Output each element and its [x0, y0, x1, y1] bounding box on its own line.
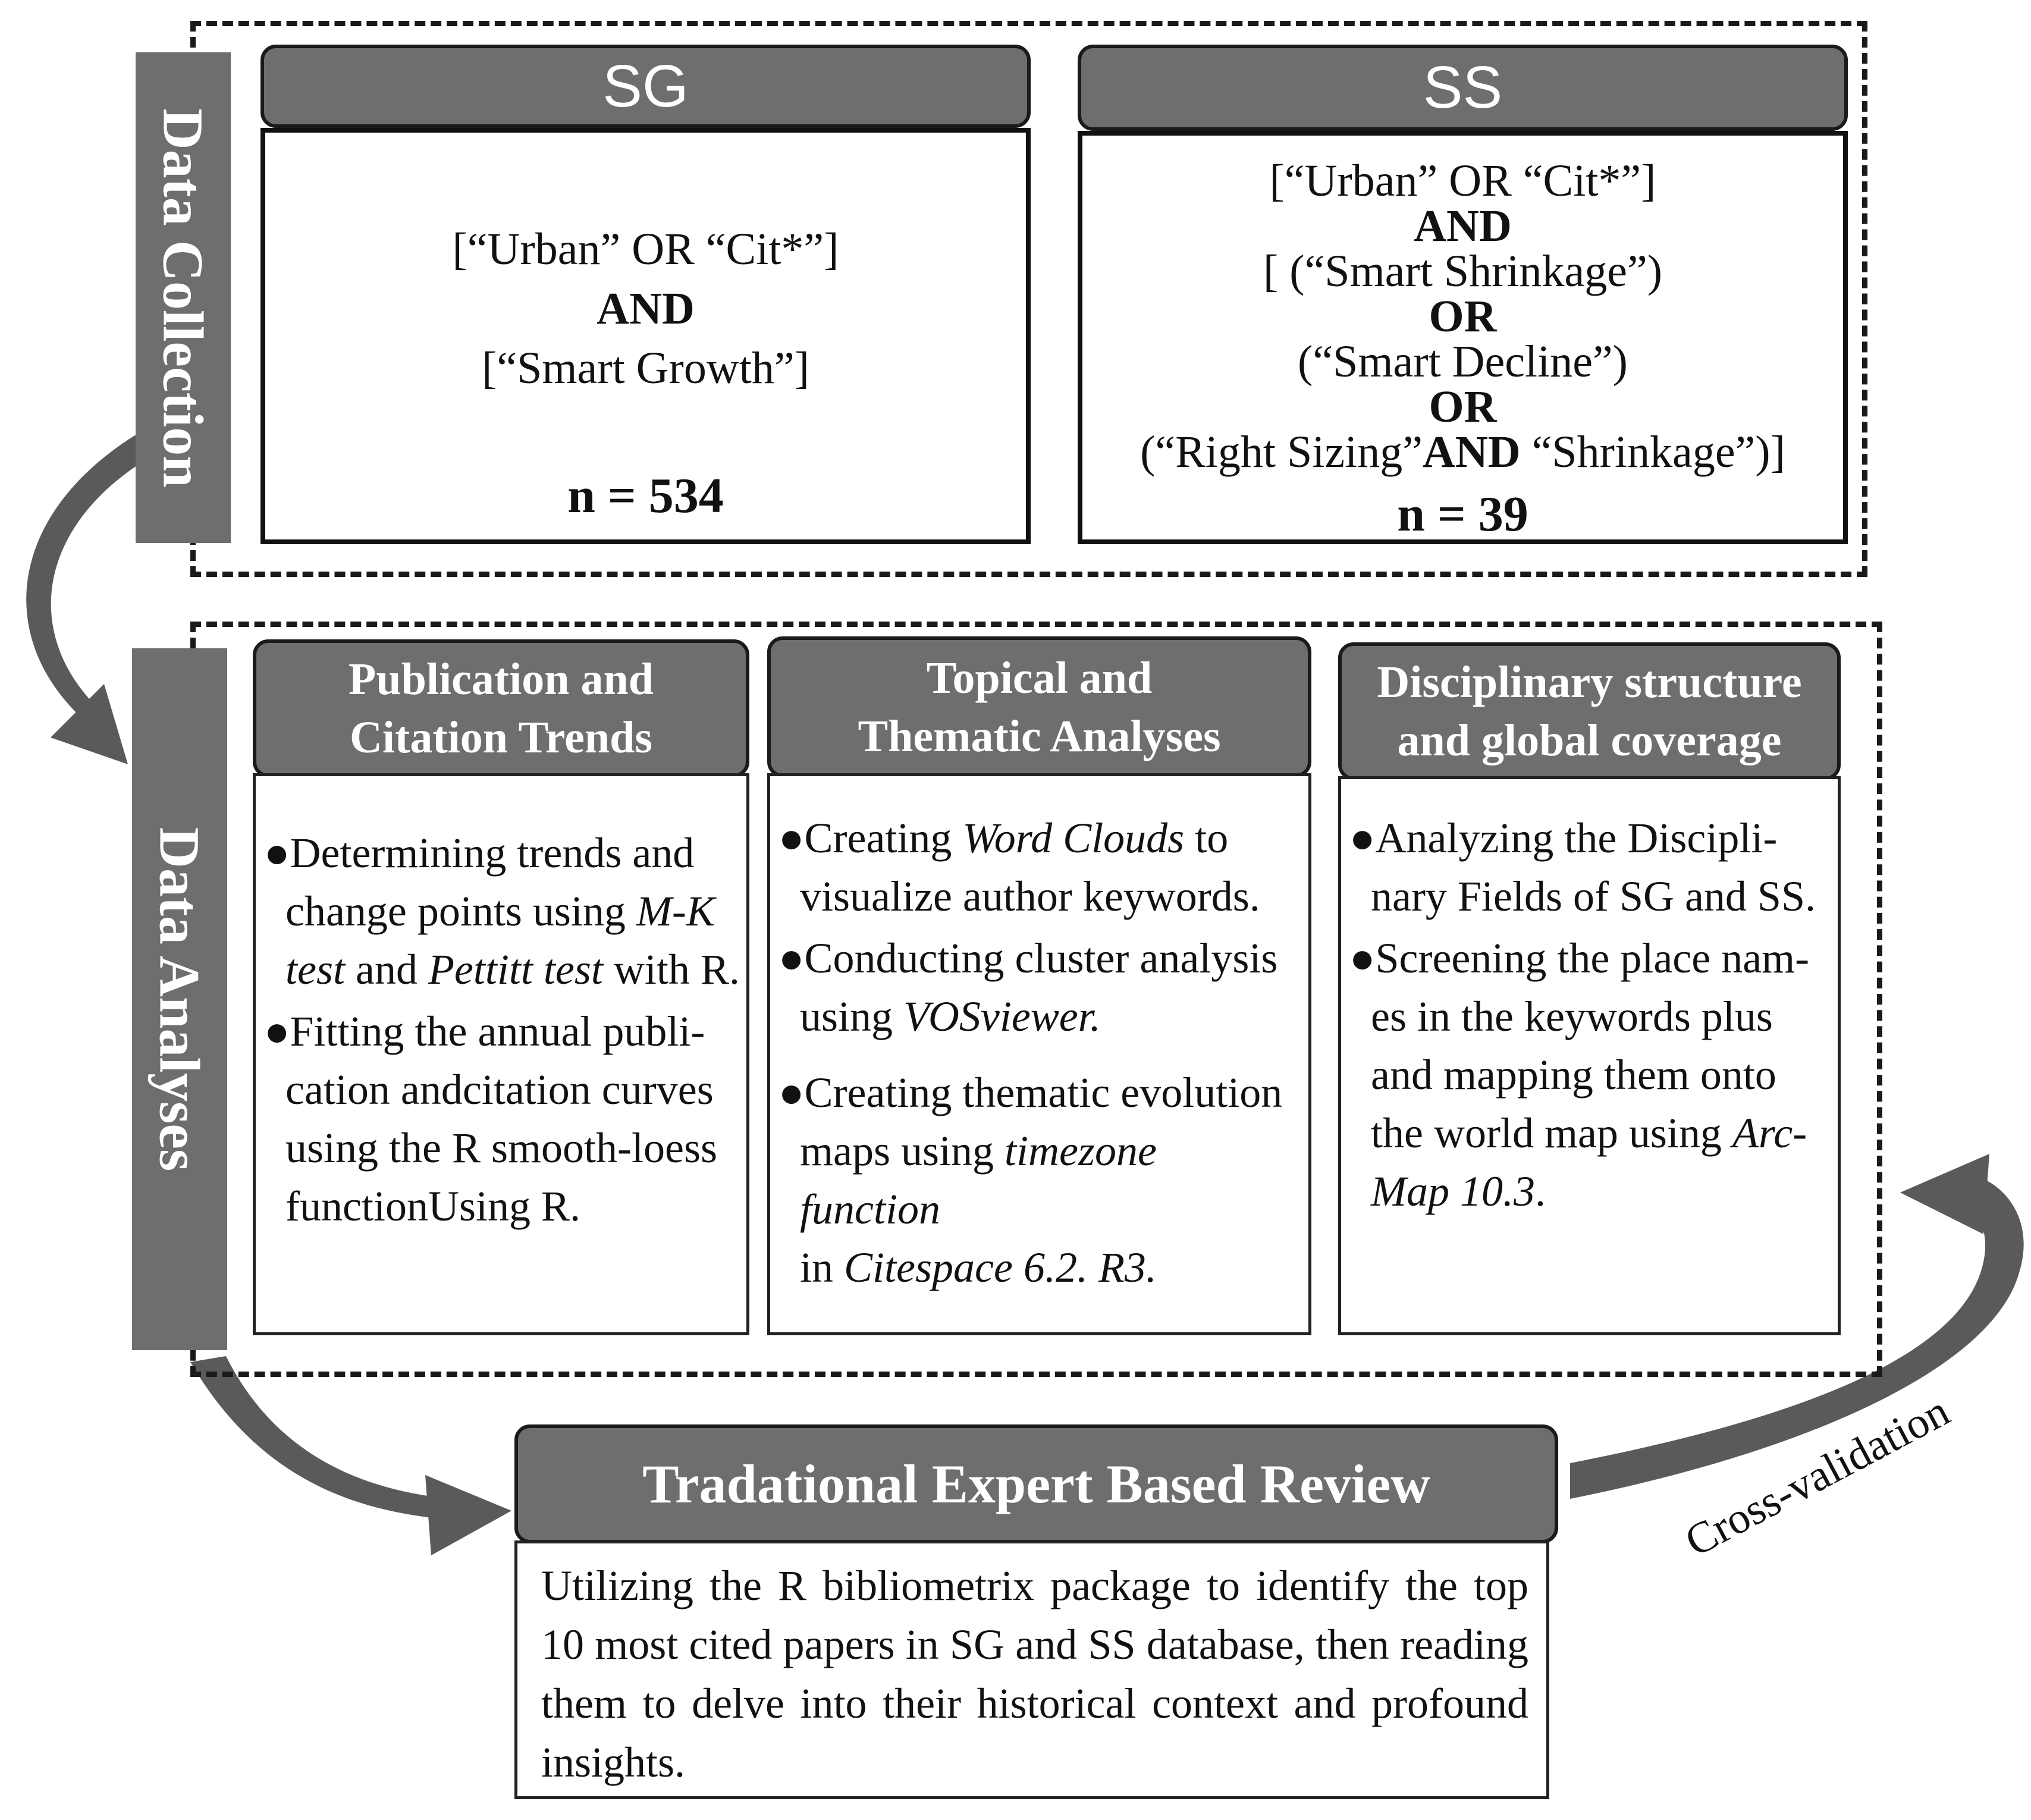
data-analyses-label: Data Analyses [147, 827, 212, 1172]
ss-query-right-sizing: (“Right Sizing” [1140, 427, 1423, 477]
bullet-cluster: ●Conducting cluster analysis using VOSvi… [779, 934, 1278, 1040]
arrow-collection-to-analyses [26, 434, 149, 714]
ss-query-line-3: [ (“Smart Shrinkage”) [1263, 246, 1663, 296]
ss-header: SS [1078, 45, 1848, 131]
review-header: Tradational Expert Based Review [514, 1424, 1558, 1543]
sg-query-box: [“Urban” OR “Cit*”] AND [“Smart Growth”]… [260, 128, 1031, 544]
analysis-header-publication: Publication and Citation Trends [253, 639, 749, 777]
bullet-thematic: ●Creating thematic evolution maps using … [779, 1069, 1283, 1291]
arrow-analyses-to-review [190, 1356, 452, 1520]
analysis-header-topical-line-2: Thematic Analyses [858, 711, 1221, 761]
ss-header-label: SS [1423, 54, 1503, 121]
analysis-header-publication-line-1: Publication and [348, 654, 654, 704]
analysis-box-topical: ●Creating Word Clouds to visualize autho… [767, 773, 1311, 1335]
review-text: Utilizing the R bibliometrix package to … [541, 1562, 1528, 1786]
bullet-word-clouds: ●Creating Word Clouds to visualize autho… [779, 814, 1260, 920]
sg-count: n = 534 [567, 468, 724, 523]
sg-header: SG [260, 45, 1031, 128]
ss-query-and: AND [1414, 201, 1512, 251]
ss-query-shrinkage: “Shrinkage”)] [1520, 427, 1785, 477]
ss-query-box: [“Urban” OR “Cit*”] AND [ (“Smart Shrink… [1078, 131, 1848, 544]
ss-query-line-7: (“Right Sizing”AND “Shrinkage”)] [1082, 429, 1843, 475]
bullet-fitting: ●Fitting the annual publi- cation andcit… [264, 1008, 718, 1230]
bullet-disciplinary-fields: ●Analyzing the Discipli- nary Fields of … [1349, 814, 1816, 920]
data-analyses-sidebar: Data Analyses [132, 648, 227, 1350]
analysis-header-topical: Topical and Thematic Analyses [767, 636, 1311, 777]
analysis-box-publication: ●Determining trends and change points us… [253, 773, 749, 1335]
ss-query-line-5: (“Smart Decline”) [1298, 337, 1628, 387]
analysis-box-disciplinary: ●Analyzing the Discipli- nary Fields of … [1338, 776, 1841, 1335]
analysis-header-publication-line-2: Citation Trends [350, 713, 652, 762]
bullet-place-names: ●Screening the place nam- es in the keyw… [1349, 934, 1810, 1215]
ss-count: n = 39 [1397, 487, 1528, 542]
data-collection-label: Data Collection [151, 108, 215, 488]
analysis-publication-bullets: ●Determining trends and change points us… [264, 824, 743, 1239]
ss-query-or-2: OR [1429, 382, 1497, 432]
arrow-head-cross [1900, 1154, 1989, 1234]
analysis-header-disciplinary-line-1: Disciplinary structure [1377, 657, 1802, 707]
sg-query-line-1: [“Urban” OR “Cit*”] [452, 224, 839, 274]
ss-query-or-1: OR [1429, 291, 1497, 341]
arrow-head-left [51, 684, 128, 764]
sg-query-and: AND [597, 284, 695, 334]
sg-header-label: SG [602, 52, 689, 120]
analysis-disciplinary-bullets: ●Analyzing the Discipli- nary Fields of … [1349, 809, 1835, 1224]
review-box: Utilizing the R bibliometrix package to … [514, 1540, 1549, 1799]
analysis-header-disciplinary-line-2: and global coverage [1397, 716, 1782, 765]
data-collection-sidebar: Data Collection [136, 52, 231, 543]
bullet-trends: ●Determining trends and change points us… [264, 829, 740, 993]
ss-query-line-1: [“Urban” OR “Cit*”] [1269, 156, 1656, 206]
analysis-header-topical-line-1: Topical and [926, 652, 1153, 703]
review-header-label: Tradational Expert Based Review [642, 1454, 1430, 1514]
analysis-topical-bullets: ●Creating Word Clouds to visualize autho… [779, 809, 1307, 1300]
arrow-head-review [425, 1475, 511, 1555]
sg-query-line-3: [“Smart Growth”] [482, 343, 809, 393]
analysis-header-disciplinary: Disciplinary structure and global covera… [1338, 642, 1841, 780]
ss-query-and-2: AND [1423, 427, 1521, 477]
